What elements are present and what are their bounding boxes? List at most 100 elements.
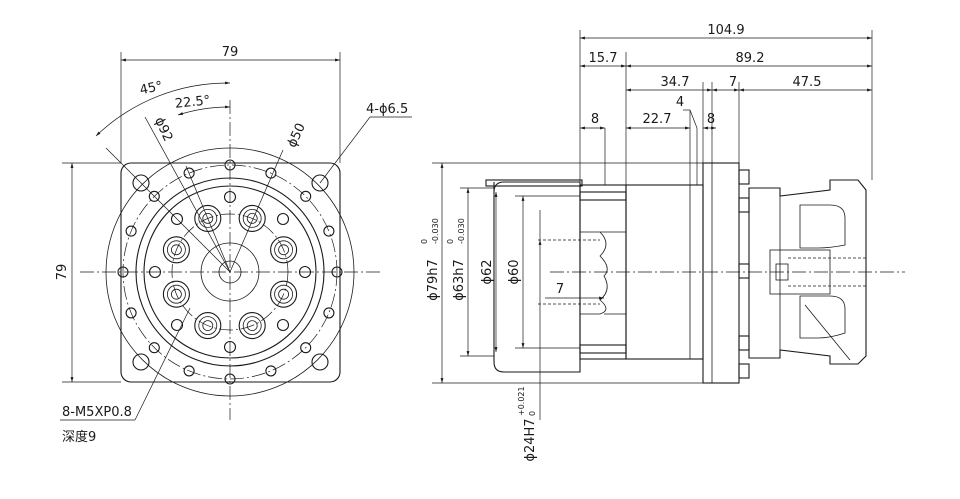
len-47-5-label: 47.5 (793, 75, 822, 90)
corner-holes (132, 174, 329, 371)
flange-bolt (738, 197, 750, 213)
flange-bolt (738, 335, 750, 351)
m5-hole-outer (162, 236, 190, 264)
front-view: 79 79 45° 22.5° ϕ92 ϕ50 4-ϕ6.5 8-M5XP0.8… (55, 45, 412, 445)
inner-small-hole (170, 212, 184, 226)
width-dim-label: 79 (222, 45, 239, 60)
dia-60-label: ϕ60 (507, 259, 522, 284)
m5-hole-mid (166, 284, 186, 304)
dia-79-tol-lower: -0.030 (431, 218, 440, 244)
pcd-92-hole (148, 342, 160, 354)
thread-callout-leader (134, 307, 191, 421)
center-small-bore (218, 260, 242, 284)
dia-24-label-group: ϕ24H7 +0.021 0 (517, 386, 538, 461)
flange-bolts (738, 169, 750, 379)
pcd-92-hole (117, 266, 129, 278)
thread-callout-label: 8-M5XP0.8 (62, 405, 132, 420)
m5-hole-mid (198, 316, 218, 336)
flange-bolt (738, 263, 750, 279)
body-circle (135, 177, 325, 367)
len-34-7-label: 34.7 (661, 75, 690, 90)
pcd-92-hole (183, 167, 195, 179)
inner-small-hole (298, 265, 312, 279)
len-8-left-label: 8 (591, 112, 599, 127)
pcd-92-hole (224, 159, 236, 171)
len-8-right-label: 8 (707, 112, 715, 127)
pcd-92-hole (323, 225, 335, 237)
m5-hole-inner (246, 212, 258, 224)
inner-small-hole (276, 318, 290, 332)
corner-hole (311, 174, 329, 192)
inner-small-hole (223, 340, 237, 354)
m5-hole-mid (242, 208, 262, 228)
pcd-92-hole (300, 190, 312, 202)
dia-24-tol-upper: +0.021 (517, 386, 526, 416)
overall-len-label: 104.9 (707, 23, 744, 38)
angle-22-5-arc (177, 105, 231, 116)
corner-hole (132, 174, 150, 192)
pcd-92-hole (331, 266, 343, 278)
dia-79-tol-upper: 0 (420, 239, 429, 244)
angle-22-5-line (185, 165, 231, 273)
m5-hole-inner (278, 288, 290, 300)
corner-hole (132, 353, 150, 371)
m5-hole-inner (202, 212, 214, 224)
dia-63-tol-lower: -0.030 (457, 218, 466, 244)
len-7-top-label: 7 (729, 75, 737, 90)
pcd-92-holes (117, 159, 343, 385)
m5-hole-outer (194, 312, 222, 340)
m5-hole-outer (270, 236, 298, 264)
angle-45-arc (95, 81, 231, 137)
pcd-92-hole (224, 373, 236, 385)
hub-screw (775, 263, 789, 281)
pcd-92-hole (183, 365, 195, 377)
dia-63-tol-upper: 0 (446, 239, 455, 244)
len-4-leader (689, 109, 698, 129)
dia-92-label: ϕ92 (151, 115, 175, 144)
pcd-92-hole (125, 225, 137, 237)
key-dim-label: 7 (556, 282, 564, 297)
m5-hole-inner (246, 320, 258, 332)
dia-63-label-group: ϕ63h7 0 -0.030 (446, 218, 467, 301)
angle-22-5-label: 22.5° (174, 93, 211, 112)
hole-callout-label: 4-ϕ6.5 (366, 102, 408, 117)
m5-hole-mid (166, 240, 186, 260)
pcd-92-hole (323, 307, 335, 319)
m5-hole-outer (270, 280, 298, 308)
len-4-label: 4 (676, 95, 684, 110)
pcd-92-hole (300, 342, 312, 354)
angle-45-line (105, 147, 231, 273)
dia-24-label: ϕ24H7 (523, 418, 538, 461)
hole-callout-leader (319, 116, 371, 184)
m5-hole-inner (170, 244, 182, 256)
pcd-92-hole (148, 190, 160, 202)
corner-hole (311, 353, 329, 371)
clamp-upper (799, 204, 846, 249)
bore-cutaway (580, 231, 608, 315)
clamp-slot-line (804, 304, 851, 361)
square-flange (120, 162, 341, 383)
pcd-92-hole (125, 307, 137, 319)
m5-hole-mid (274, 240, 294, 260)
dia-79-label: ϕ79h7 (426, 259, 441, 301)
pcd-50-circle (171, 213, 289, 331)
input-hub (769, 249, 831, 295)
angle-45-label: 45° (138, 79, 164, 98)
len-15-7-label: 15.7 (589, 51, 618, 66)
m5-hole-outer (238, 204, 266, 232)
output-ring-top-step (579, 191, 627, 201)
height-dim-label: 79 (55, 264, 70, 281)
pcd-92-circle (122, 164, 338, 380)
dia-50-label: ϕ50 (285, 121, 309, 150)
inner-small-hole (223, 190, 237, 204)
len-22-7-label: 22.7 (643, 112, 672, 127)
dia-24-tol-lower: 0 (528, 411, 537, 416)
dia-63-label: ϕ63h7 (452, 259, 467, 301)
m5-hole-mid (198, 208, 218, 228)
m5-hole-mid (274, 284, 294, 304)
motor-adapter (748, 179, 867, 365)
angle-ref-line (144, 116, 231, 273)
dia-62-label: ϕ62 (480, 259, 495, 284)
dia-79-label-group: ϕ79h7 0 -0.030 (420, 218, 441, 301)
